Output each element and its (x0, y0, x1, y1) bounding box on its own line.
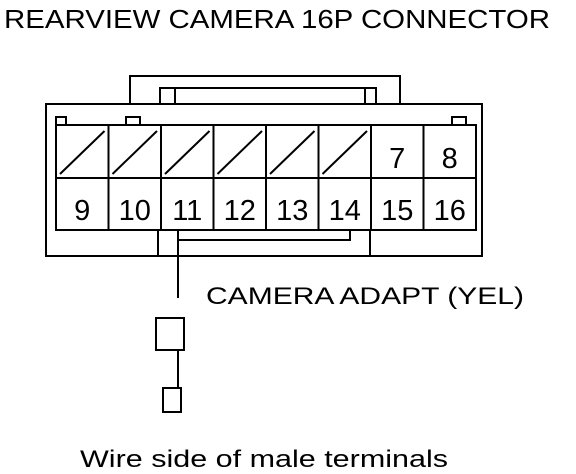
pin-number-11: 11 (172, 195, 202, 227)
pin-number-8: 8 (442, 143, 458, 175)
empty-cavity-slash (59, 130, 106, 175)
empty-cavity-slash (269, 130, 316, 175)
bottom-tab (157, 229, 371, 257)
empty-cavity-slash (216, 130, 263, 175)
pin-number-9: 9 (74, 195, 90, 227)
outer-shell (45, 103, 483, 257)
empty-cavity-slash (321, 130, 368, 175)
housing-notch (451, 116, 467, 125)
diagram-title: REARVIEW CAMERA 16P CONNECTOR (4, 6, 550, 34)
connector-terminal-lower (162, 387, 182, 413)
pin-number-16: 16 (434, 195, 466, 227)
empty-cavity-slash (164, 130, 211, 175)
pin-number-13: 13 (276, 195, 308, 227)
footer-caption: Wire side of male terminals (80, 446, 448, 473)
pin-number-15: 15 (381, 195, 413, 227)
connector-terminal-upper (155, 317, 185, 351)
wire-label: CAMERA ADAPT (YEL) (206, 283, 524, 310)
empty-cavity-slash (111, 130, 158, 175)
pin-number-12: 12 (224, 195, 256, 227)
wire-assembly (155, 230, 185, 413)
latch-window (174, 87, 366, 105)
pin-number-7: 7 (389, 143, 405, 175)
housing-notch (55, 116, 67, 125)
housing-notch (125, 116, 141, 125)
pin-number-10: 10 (119, 195, 151, 227)
pin-number-14: 14 (329, 195, 361, 227)
top-latch (129, 75, 401, 105)
pin-grid: 7 8 9 10 11 12 13 14 15 16 (55, 116, 477, 231)
